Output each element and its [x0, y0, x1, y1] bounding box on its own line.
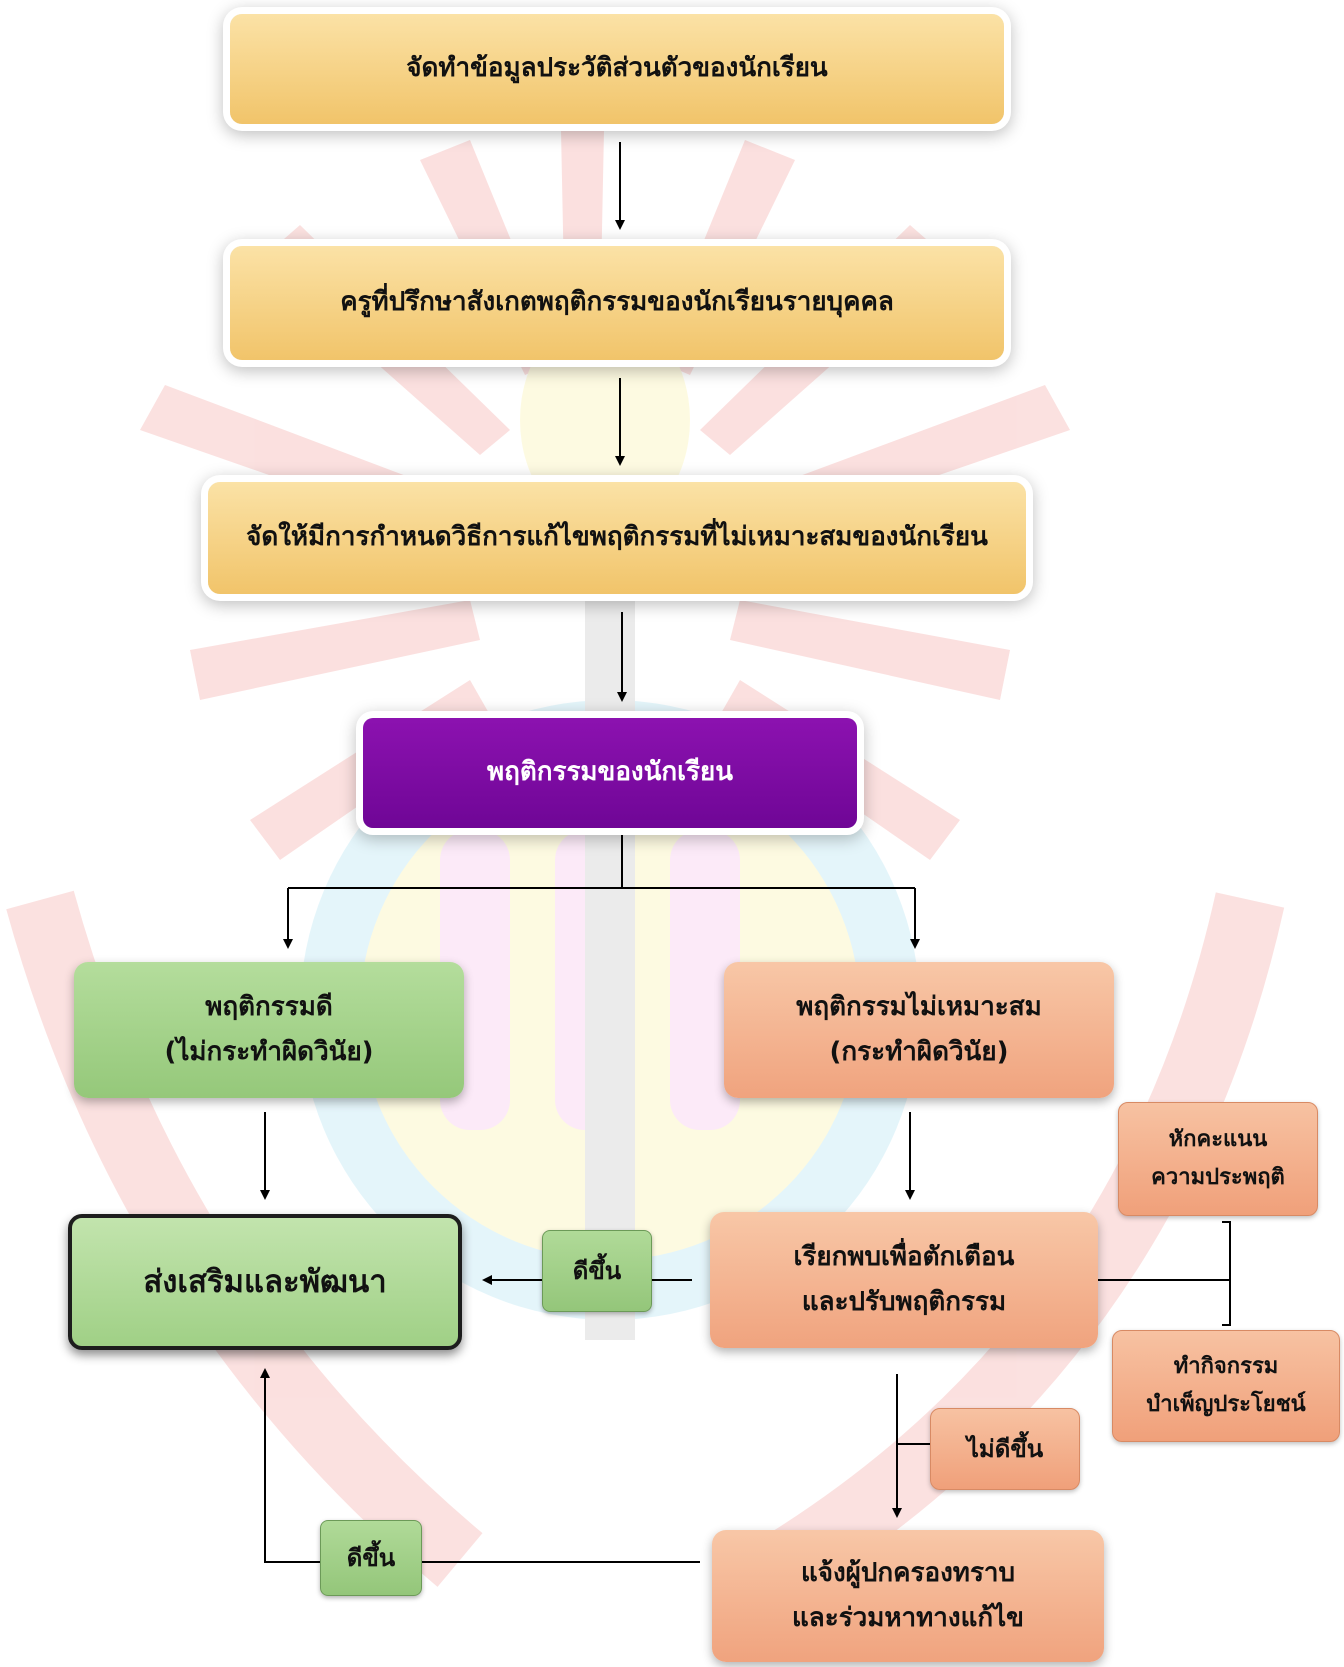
notify-parent-line1: แจ้งผู้ปกครองทราบ [800, 1557, 1016, 1588]
community-service-node: ทำกิจกรรม บำเพ็ญประโยชน์ [1112, 1330, 1340, 1442]
bad-behavior-line1: พฤติกรรมไม่เหมาะสม [796, 991, 1042, 1022]
warn-adjust-line2: และปรับพฤติกรรม [801, 1287, 1007, 1317]
community-service-line1: ทำกิจกรรม [1173, 1353, 1279, 1379]
improved-label-1: ดีขึ้น [542, 1230, 652, 1312]
notify-parent-node: แจ้งผู้ปกครองทราบ และร่วมหาทางแก้ไข [712, 1530, 1104, 1662]
warn-adjust-line1: เรียกพบเพื่อตักเตือน [793, 1241, 1015, 1272]
student-behavior-text: พฤติกรรมของนักเรียน [486, 757, 734, 788]
step-observe-behavior: ครูที่ปรึกษาสังเกตพฤติกรรมของนักเรียนราย… [230, 246, 1004, 360]
student-behavior-node: พฤติกรรมของนักเรียน [363, 718, 857, 828]
emblem-circle [300, 700, 920, 1320]
improved-label-2: ดีขึ้น [320, 1520, 422, 1596]
step-define-correction: จัดให้มีการกำหนดวิธีการแก้ไขพฤติกรรมที่ไ… [208, 482, 1026, 594]
bad-behavior-line2: (กระทำผิดวินัย) [829, 1037, 1009, 1067]
deduct-points-line2: ความประพฤติ [1151, 1165, 1285, 1190]
promote-develop-text: ส่งเสริมและพัฒนา [143, 1263, 387, 1300]
good-behavior-line1: พฤติกรรมดี [205, 991, 333, 1022]
good-behavior-node: พฤติกรรมดี (ไม่กระทำผิดวินัย) [74, 962, 464, 1098]
deduct-points-line1: หักคะแนน [1168, 1126, 1268, 1152]
improved-label-2-text: ดีขึ้น [346, 1544, 396, 1572]
step-personal-record-text: จัดทำข้อมูลประวัติส่วนตัวของนักเรียน [406, 53, 828, 84]
improved-label-1-text: ดีขึ้น [572, 1257, 622, 1285]
deduct-points-node: หักคะแนน ความประพฤติ [1118, 1102, 1318, 1216]
community-service-line2: บำเพ็ญประโยชน์ [1146, 1392, 1306, 1417]
torch-flame [520, 310, 690, 530]
torch-handle [585, 580, 635, 1340]
step-personal-record: จัดทำข้อมูลประวัติส่วนตัวของนักเรียน [230, 14, 1004, 124]
arrow-parent-promote [260, 1368, 700, 1563]
warn-adjust-node: เรียกพบเพื่อตักเตือน และปรับพฤติกรรม [710, 1212, 1098, 1348]
not-improved-label: ไม่ดีขึ้น [930, 1408, 1080, 1490]
notify-parent-line2: และร่วมหาทางแก้ไข [792, 1603, 1024, 1633]
not-improved-label-text: ไม่ดีขึ้น [966, 1435, 1044, 1463]
bad-behavior-node: พฤติกรรมไม่เหมาะสม (กระทำผิดวินัย) [724, 962, 1114, 1098]
step-define-correction-text: จัดให้มีการกำหนดวิธีการแก้ไขพฤติกรรมที่ไ… [246, 522, 988, 553]
good-behavior-line2: (ไม่กระทำผิดวินัย) [164, 1037, 374, 1067]
step-observe-behavior-text: ครูที่ปรึกษาสังเกตพฤติกรรมของนักเรียนราย… [340, 287, 894, 318]
penalty-bracket [1222, 1221, 1231, 1326]
promote-develop-node: ส่งเสริมและพัฒนา [68, 1214, 462, 1350]
